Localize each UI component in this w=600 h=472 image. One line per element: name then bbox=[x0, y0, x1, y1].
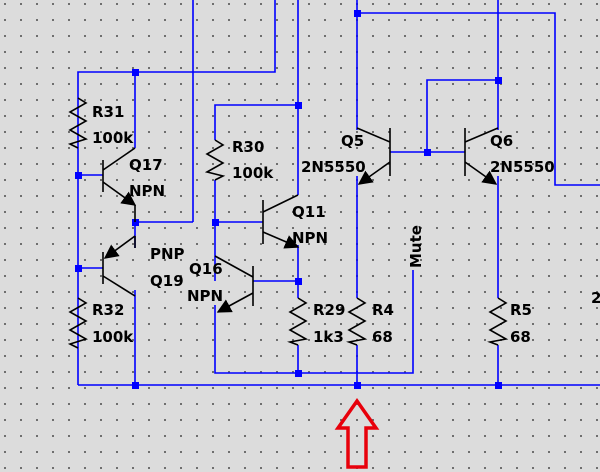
transistor-q19[interactable] bbox=[102, 235, 136, 297]
q6-part: 2N5550 bbox=[490, 158, 555, 176]
r5-ref: R5 bbox=[510, 301, 532, 319]
resistor-r31[interactable] bbox=[67, 97, 89, 149]
r5-value: 68 bbox=[510, 328, 531, 346]
r30-value: 100k bbox=[232, 164, 274, 182]
r31-value: 100k bbox=[92, 129, 134, 147]
r4-ref: R4 bbox=[372, 301, 394, 319]
transistor-q11[interactable] bbox=[262, 194, 300, 249]
q5-ref: Q5 bbox=[341, 132, 364, 150]
q16-type: NPN bbox=[187, 287, 223, 305]
q17-ref: Q17 bbox=[129, 156, 163, 174]
pointer-arrow-icon bbox=[334, 397, 380, 469]
q11-type: NPN bbox=[292, 229, 328, 247]
resistor-r32[interactable] bbox=[67, 297, 89, 349]
transistor-q6[interactable] bbox=[464, 127, 499, 185]
transistor-q5[interactable] bbox=[356, 127, 391, 185]
resistor-r5[interactable] bbox=[487, 297, 509, 346]
r29-value: 1k3 bbox=[313, 328, 344, 346]
edge-text: 2 bbox=[591, 289, 600, 307]
r32-value: 100k bbox=[92, 328, 134, 346]
q19-ref: Q19 bbox=[150, 272, 184, 290]
transistor-q16[interactable] bbox=[214, 255, 254, 313]
resistor-r30[interactable] bbox=[204, 139, 226, 181]
transistor-q17[interactable] bbox=[102, 147, 137, 222]
q19-type: PNP bbox=[150, 245, 185, 263]
q5-part: 2N5550 bbox=[301, 158, 366, 176]
r30-ref: R30 bbox=[232, 138, 264, 156]
component-labels: R31 100k Q17 NPN PNP Q19 R32 100k R30 10… bbox=[92, 103, 600, 346]
resistor-r4[interactable] bbox=[346, 297, 368, 346]
r4-value: 68 bbox=[372, 328, 393, 346]
r31-ref: R31 bbox=[92, 103, 124, 121]
mute-net-label: Mute bbox=[407, 225, 425, 268]
q17-type: NPN bbox=[129, 182, 165, 200]
r29-ref: R29 bbox=[313, 301, 345, 319]
resistor-r29[interactable] bbox=[287, 297, 309, 346]
r32-ref: R32 bbox=[92, 301, 124, 319]
q6-ref: Q6 bbox=[490, 132, 513, 150]
junction-dots bbox=[75, 10, 502, 389]
q16-ref: Q16 bbox=[189, 260, 223, 278]
q11-ref: Q11 bbox=[292, 203, 326, 221]
